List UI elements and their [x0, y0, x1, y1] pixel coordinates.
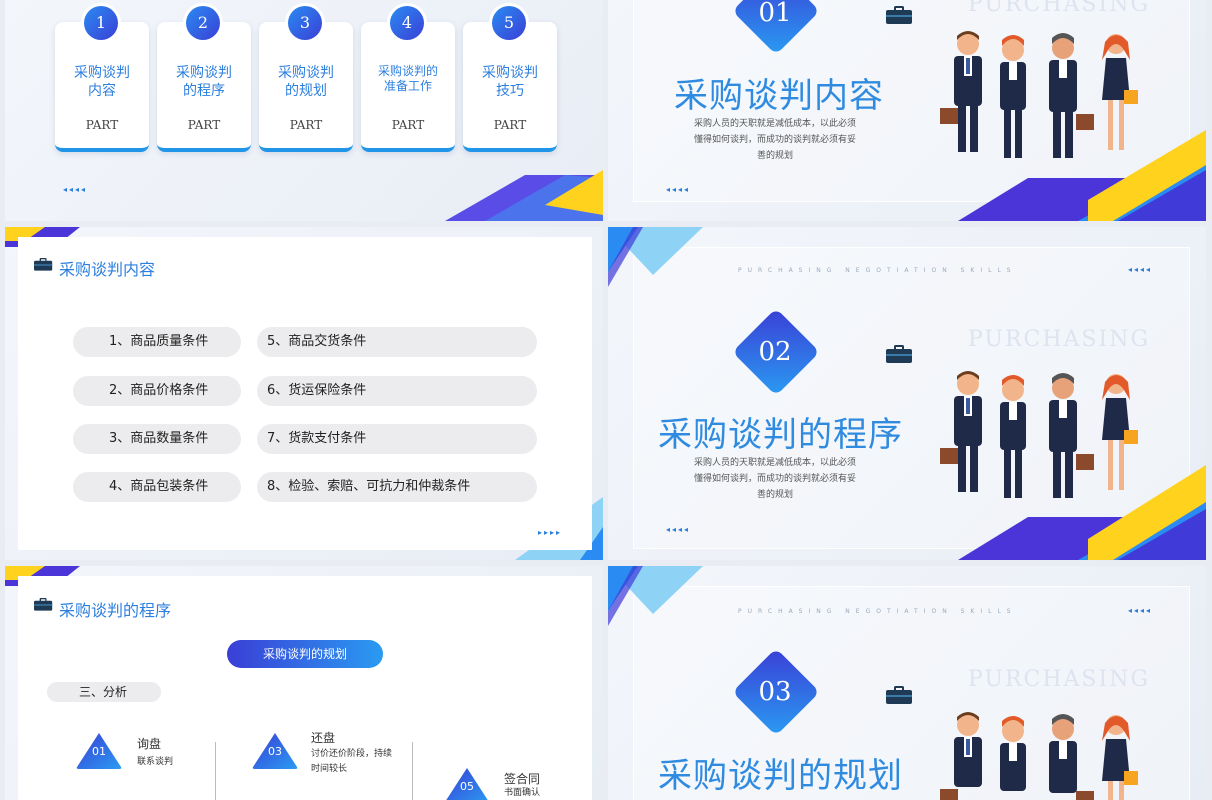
- business-people-illustration: [940, 31, 1138, 158]
- ghost-watermark-text: PURCHASING: [968, 0, 1151, 17]
- slide-thumb-6[interactable]: PURCHASING NEGOTIATION SKILLS ◂◂◂◂ PURCH…: [608, 566, 1206, 800]
- business-people-illustration: [940, 712, 1138, 800]
- section-number: 03: [758, 677, 792, 707]
- step-label: 还盘: [311, 731, 336, 745]
- slide6-decoration: [608, 566, 703, 626]
- step-divider: [412, 742, 413, 800]
- condition-item-3: 3、商品数量条件: [73, 424, 241, 454]
- agenda-card-1[interactable]: 1 采购谈判 内容 PART: [55, 6, 149, 152]
- plan-button[interactable]: 采购谈判的规划: [227, 640, 383, 668]
- condition-item-6: 6、货运保险条件: [257, 376, 537, 406]
- slide-thumb-5[interactable]: 采购谈判的程序 采购谈判的规划 三、分析 01 询盘 联系谈判 03 还盘 讨价…: [5, 566, 603, 800]
- slide-frame: [633, 247, 1190, 549]
- condition-item-7: 7、货款支付条件: [257, 424, 537, 454]
- section-number: 02: [758, 337, 792, 367]
- card-number-badge: 5: [492, 6, 526, 40]
- slide-thumb-3[interactable]: 采购谈判内容 1、商品质量条件 2、商品价格条件 3、商品数量条件 4、商品包装…: [5, 227, 603, 560]
- ghost-watermark-text: PURCHASING: [968, 327, 1151, 352]
- triangle-marker-icon: [76, 733, 122, 769]
- card-number-badge: 1: [84, 6, 118, 40]
- section-title: 采购谈判内容: [674, 76, 884, 116]
- slide-frame: [633, 0, 1190, 202]
- slide-title: 采购谈判的程序: [59, 601, 172, 620]
- arrow-decoration-top: ◂◂◂◂: [1128, 606, 1153, 615]
- business-people-illustration: [940, 371, 1138, 498]
- slide4-decoration: [608, 227, 1206, 560]
- step-number: 05: [460, 780, 474, 793]
- briefcase-icon: [886, 6, 912, 24]
- step-number: 03: [268, 745, 282, 758]
- card-part-label: PART: [85, 118, 119, 132]
- briefcase-icon: [886, 345, 912, 363]
- card-title: 采购谈判 内容: [74, 65, 130, 99]
- slide-title: 采购谈判内容: [59, 260, 156, 279]
- agenda-card-2[interactable]: 2 采购谈判 的程序 PART: [157, 6, 251, 152]
- agenda-card-3[interactable]: 3 采购谈判 的规划 PART: [259, 6, 353, 152]
- card-part-label: PART: [187, 118, 221, 132]
- slide2-decoration: [958, 130, 1206, 221]
- section-title: 采购谈判的程序: [658, 415, 903, 455]
- condition-item-5: 5、商品交货条件: [257, 327, 537, 357]
- ghost-watermark-text: PURCHASING: [968, 667, 1151, 692]
- section-pill: 三、分析: [47, 682, 161, 702]
- condition-item-1: 1、商品质量条件: [73, 327, 241, 357]
- condition-item-4: 4、商品包装条件: [73, 472, 241, 502]
- triangle-marker-icon: [446, 768, 488, 800]
- section-description: 采购人员的天职就是减低成本，以此必须懂得如何谈判，而成功的谈判就必须有妥善的规划: [693, 119, 856, 161]
- arrow-decoration: ◂◂◂◂: [666, 185, 691, 194]
- slide1-decoration: [445, 170, 603, 221]
- card-part-label: PART: [289, 118, 323, 132]
- slide-thumb-1[interactable]: 1 采购谈判 内容 PART 2 采购谈判 的程序 PART 3 采购谈判 的规…: [5, 0, 603, 221]
- section-description: 采购人员的天职就是减低成本，以此必须懂得如何谈判，而成功的谈判就必须有妥善的规划: [693, 458, 856, 500]
- step-label: 询盘: [137, 737, 162, 751]
- section-title: 采购谈判的规划: [658, 756, 903, 796]
- card-number-badge: 3: [288, 6, 322, 40]
- arrow-decoration-bottom: ◂◂◂◂: [666, 525, 691, 534]
- slide-thumb-4[interactable]: PURCHASING NEGOTIATION SKILLS ◂◂◂◂ PURCH…: [608, 227, 1206, 560]
- condition-item-8: 8、检验、索赔、可抗力和仲裁条件: [257, 472, 537, 502]
- condition-item-2: 2、商品价格条件: [73, 376, 241, 406]
- step-desc: 联系谈判: [137, 757, 174, 767]
- briefcase-icon: [34, 258, 53, 271]
- arrow-decoration: ▸▸▸▸: [538, 528, 563, 537]
- arrow-decoration: ◂◂◂◂: [63, 185, 88, 194]
- card-title: 采购谈判的 准备工作: [377, 64, 438, 93]
- step-desc: 书面确认: [504, 788, 541, 798]
- step-desc: 讨价还价阶段，持续时间较长: [311, 749, 393, 774]
- card-part-label: PART: [493, 118, 527, 132]
- card-title: 采购谈判 的规划: [278, 65, 334, 99]
- slide-thumb-2[interactable]: PURCHASING 01 采购谈判内容 采购人员的天职就是减低成本，以此必须懂…: [608, 0, 1206, 221]
- triangle-marker-icon: [252, 733, 298, 769]
- section-number: 01: [758, 0, 792, 28]
- card-part-label: PART: [391, 118, 425, 132]
- card-title: 采购谈判 的程序: [176, 65, 232, 99]
- agenda-card-4[interactable]: 4 采购谈判的 准备工作 PART: [361, 6, 455, 152]
- subtle-caption: PURCHASING NEGOTIATION SKILLS: [738, 267, 1017, 274]
- subtle-caption: PURCHASING NEGOTIATION SKILLS: [738, 608, 1017, 615]
- briefcase-icon: [34, 598, 53, 611]
- card-number-badge: 2: [186, 6, 220, 40]
- step-number: 01: [92, 745, 106, 758]
- arrow-decoration-top: ◂◂◂◂: [1128, 265, 1153, 274]
- card-number-badge: 4: [390, 6, 424, 40]
- briefcase-icon: [886, 686, 912, 704]
- agenda-card-5[interactable]: 5 采购谈判 技巧 PART: [463, 6, 557, 152]
- card-title: 采购谈判 技巧: [482, 65, 538, 99]
- step-label: 签合同: [504, 772, 541, 786]
- step-divider: [215, 742, 216, 800]
